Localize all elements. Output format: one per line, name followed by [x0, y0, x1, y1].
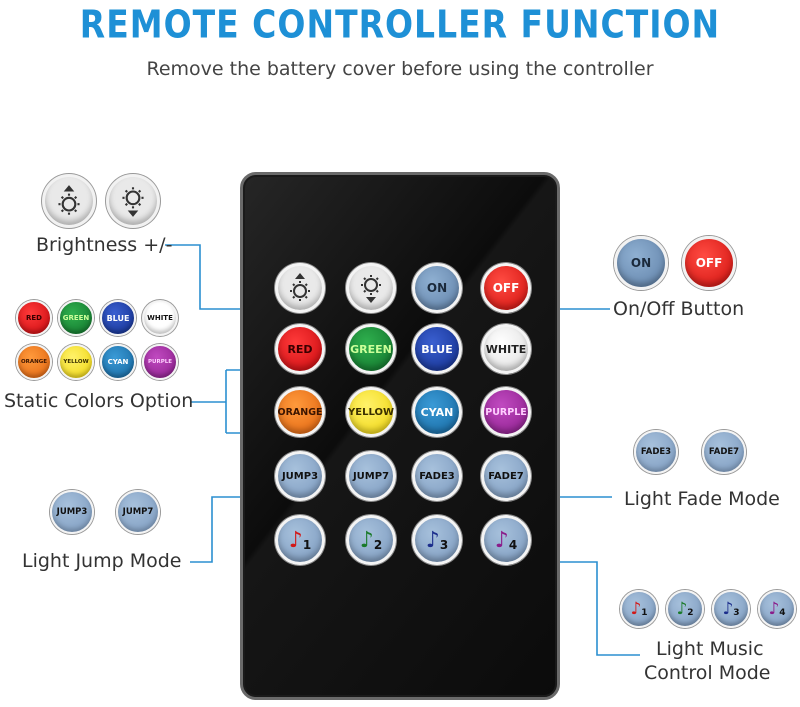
legend-red-label: RED [26, 314, 42, 322]
red-button-label: RED [287, 342, 313, 356]
legend-music2: ♪2 [666, 590, 704, 628]
legend-jump7-label: JUMP7 [122, 507, 154, 517]
legend-red: RED [16, 300, 52, 336]
music1-button[interactable]: ♪1 [275, 515, 325, 565]
orange-button[interactable]: ORANGE [275, 387, 325, 437]
music4-label: 4 [508, 538, 518, 552]
legend-purple: PURPLE [142, 344, 178, 380]
green-button-label: GREEN [350, 342, 392, 356]
music-note-icon: ♪ [630, 599, 642, 619]
legend-orange: ORANGE [16, 344, 52, 380]
legend-white-label: WHITE [147, 314, 173, 322]
yellow-button-label: YELLOW [348, 406, 394, 418]
jump-mode-label: Light Jump Mode [22, 550, 182, 572]
legend-on-label: ON [630, 256, 652, 270]
legend-blue: BLUE [100, 300, 136, 336]
legend-white: WHITE [142, 300, 178, 336]
jump3-button[interactable]: JUMP3 [275, 451, 325, 501]
legend-fade3-label: FADE3 [640, 447, 672, 457]
legend-jump3-label: JUMP3 [56, 507, 88, 517]
white-button[interactable]: WHITE [481, 324, 531, 374]
legend-music1-label: 1 [641, 608, 648, 618]
legend-jump3: JUMP3 [50, 490, 94, 534]
orange-button-label: ORANGE [277, 406, 323, 418]
music1-label: 1 [302, 538, 312, 552]
brightness-up-button[interactable] [275, 263, 325, 313]
music-mode-label-line1: Light Music [656, 638, 764, 660]
legend-fade7: FADE7 [702, 430, 746, 474]
on-button-label: ON [426, 281, 448, 295]
legend-music4: ♪4 [758, 590, 796, 628]
yellow-button[interactable]: YELLOW [346, 387, 396, 437]
music2-button[interactable]: ♪2 [346, 515, 396, 565]
blue-button-label: BLUE [421, 342, 453, 356]
legend-off-label: OFF [695, 256, 723, 270]
legend-green-label: GREEN [62, 314, 90, 322]
legend-brightness-up-button [42, 174, 96, 228]
page-title: REMOTE CONTROLLER FUNCTION [79, 2, 721, 47]
legend-blue-label: BLUE [106, 313, 130, 323]
purple-button-label: PURPLE [485, 406, 527, 418]
page-subtitle: Remove the battery cover before using th… [146, 58, 654, 80]
legend-off-button: OFF [682, 236, 736, 290]
red-button[interactable]: RED [275, 324, 325, 374]
off-button-label: OFF [492, 281, 520, 295]
legend-fade7-label: FADE7 [708, 447, 740, 457]
on-button[interactable]: ON [412, 263, 462, 313]
music-note-icon: ♪ [288, 527, 303, 553]
jump7-button-label: JUMP7 [352, 470, 390, 482]
cyan-button-label: CYAN [420, 405, 454, 419]
sun-down-arrow-icon [361, 275, 381, 303]
legend-music3-label: 3 [733, 608, 740, 618]
green-button[interactable]: GREEN [346, 324, 396, 374]
legend-music3: ♪3 [712, 590, 750, 628]
sun-up-arrow-icon [290, 273, 310, 301]
legend-cyan-label: CYAN [107, 358, 129, 366]
onoff-label: On/Off Button [613, 298, 745, 320]
music4-button[interactable]: ♪4 [481, 515, 531, 565]
legend-yellow: YELLOW [58, 344, 94, 380]
sun-down-arrow-icon [122, 187, 144, 217]
legend-jump7: JUMP7 [116, 490, 160, 534]
brightness-down-button[interactable] [346, 263, 396, 313]
music-note-icon: ♪ [359, 527, 374, 553]
legend-orange-label: ORANGE [20, 359, 48, 365]
legend-music4-label: 4 [779, 608, 786, 618]
sun-up-arrow-icon [58, 185, 80, 215]
music3-label: 3 [439, 538, 449, 552]
fade3-button-label: FADE3 [419, 470, 455, 482]
jump3-button-label: JUMP3 [281, 470, 319, 482]
legend-on-button: ON [614, 236, 668, 290]
music3-button[interactable]: ♪3 [412, 515, 462, 565]
music2-label: 2 [373, 538, 383, 552]
music-note-icon: ♪ [676, 599, 688, 619]
legend-cyan: CYAN [100, 344, 136, 380]
cyan-button[interactable]: CYAN [412, 387, 462, 437]
fade-mode-label: Light Fade Mode [624, 488, 780, 510]
legend-purple-label: PURPLE [147, 359, 173, 365]
jump7-button[interactable]: JUMP7 [346, 451, 396, 501]
legend-brightness-down-button [106, 174, 160, 228]
legend-music1: ♪1 [620, 590, 658, 628]
off-button[interactable]: OFF [481, 263, 531, 313]
brightness-label: Brightness +/- [36, 234, 173, 256]
purple-button[interactable]: PURPLE [481, 387, 531, 437]
static-colors-label: Static Colors Option [4, 390, 194, 412]
blue-button[interactable]: BLUE [412, 324, 462, 374]
remote-controller: ON OFF RED GREEN BLUE WHITE ORANGE YELLO… [240, 172, 560, 700]
legend-music2-label: 2 [687, 608, 694, 618]
white-button-label: WHITE [485, 342, 527, 356]
fade7-button[interactable]: FADE7 [481, 451, 531, 501]
music-note-icon: ♪ [768, 599, 780, 619]
legend-green: GREEN [58, 300, 94, 336]
music-note-icon: ♪ [425, 527, 440, 553]
music-mode-label-line2: Control Mode [644, 662, 771, 684]
music-note-icon: ♪ [494, 527, 509, 553]
fade7-button-label: FADE7 [488, 470, 524, 482]
legend-yellow-label: YELLOW [63, 359, 89, 365]
legend-fade3: FADE3 [634, 430, 678, 474]
music-note-icon: ♪ [722, 599, 734, 619]
fade3-button[interactable]: FADE3 [412, 451, 462, 501]
